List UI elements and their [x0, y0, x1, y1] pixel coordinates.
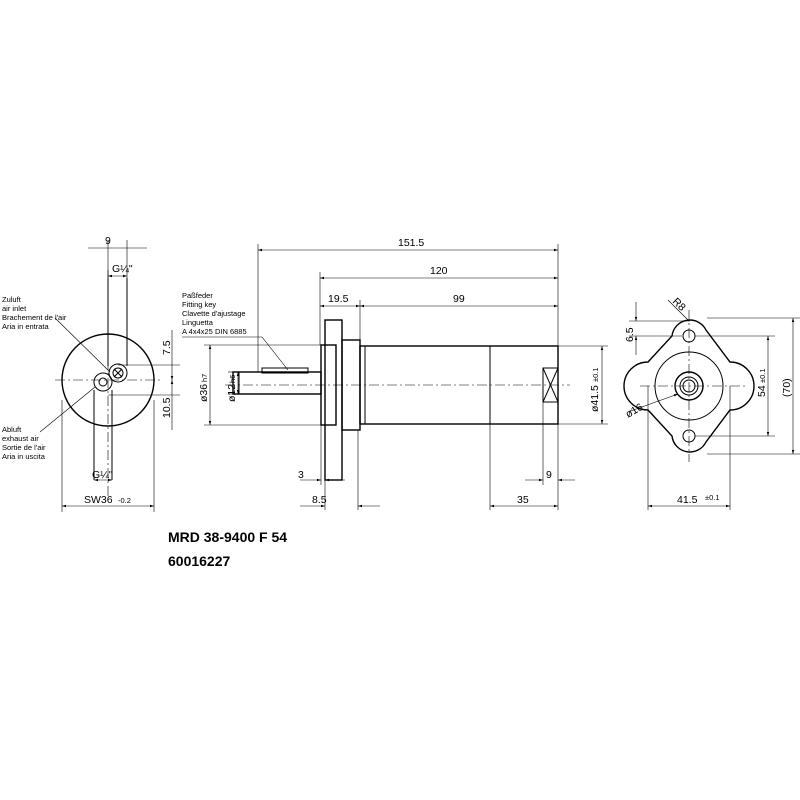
dia-16: ø16 [624, 401, 646, 421]
air-inlet-line-1: Zuluft [2, 295, 22, 304]
key-label-line-5: A 4x4x25 DIN 6885 [182, 327, 247, 336]
dia-12: ø12 [226, 384, 238, 402]
model-title: MRD 38-9400 F 54 [168, 529, 287, 545]
side-view: 9 G¼" G¼" 7.5 10.5 SW36 -0.2 Zuluft air … [2, 235, 180, 512]
article-number: 60016227 [168, 553, 231, 569]
sw-label: SW36 [84, 494, 113, 506]
dim-120: 120 [430, 265, 448, 277]
key-label-line-3: Clavette d'ajustage [182, 309, 246, 318]
dim-54: 54 [756, 385, 768, 397]
dia-36-tol: h7 [200, 374, 209, 382]
dia-41-5-tol: ±0.1 [591, 367, 600, 382]
key-label-line-2: Fitting key [182, 300, 216, 309]
dim-6-5: 6.5 [624, 327, 636, 342]
port-top-label: G¼" [112, 263, 133, 275]
air-exhaust-line-3: Sortie de l'air [2, 443, 46, 452]
dim-9-right: 9 [546, 469, 552, 481]
dim-10-5: 10.5 [161, 397, 173, 418]
air-inlet-line-3: Brachement de l'air [2, 313, 67, 322]
fitting-key [261, 367, 309, 374]
dim-151-5: 151.5 [398, 237, 424, 249]
key-label-line-4: Linguetta [182, 318, 214, 327]
flange-view: R8 6.5 ø16 54 ±0.1 (70) 41.5 ±0.1 [623, 296, 800, 510]
air-inlet-line-2: air inlet [2, 304, 27, 313]
main-view: 151.5 120 19.5 99 3 8.5 9 35 [182, 237, 608, 510]
dia-36: ø36 [198, 384, 210, 402]
key-label-line-1: Paßfeder [182, 291, 213, 300]
dim-54-tol: ±0.1 [758, 368, 767, 383]
dim-3: 3 [298, 469, 304, 481]
air-exhaust-line-4: Aria in uscita [2, 452, 46, 461]
dim-8-5: 8.5 [312, 494, 327, 506]
dia-12-tol: h6 [228, 375, 237, 383]
dim-41-5-bottom-tol: ±0.1 [705, 493, 720, 502]
dim-99: 99 [453, 293, 465, 305]
dim-35: 35 [517, 494, 529, 506]
port-bottom-label: G¼" [92, 469, 113, 481]
air-exhaust-port [93, 372, 113, 392]
dim-9-top: 9 [105, 235, 111, 247]
dim-7-5: 7.5 [161, 340, 173, 355]
air-exhaust-line-1: Abluft [2, 425, 22, 434]
dim-41-5-bottom: 41.5 [677, 494, 698, 506]
dim-70: (70) [781, 378, 793, 397]
air-exhaust-line-2: exhaust air [2, 434, 39, 443]
air-inlet-port [108, 363, 128, 383]
radius-r8: R8 [670, 296, 688, 314]
sw-tol: -0.2 [118, 496, 131, 505]
mounting-flange [324, 319, 343, 481]
flange-outline [623, 319, 755, 453]
dim-19-5: 19.5 [328, 293, 349, 305]
air-inlet-line-4: Aria in entrata [2, 322, 50, 331]
output-shaft [232, 371, 322, 395]
dia-41-5: ø41.5 [589, 385, 601, 412]
